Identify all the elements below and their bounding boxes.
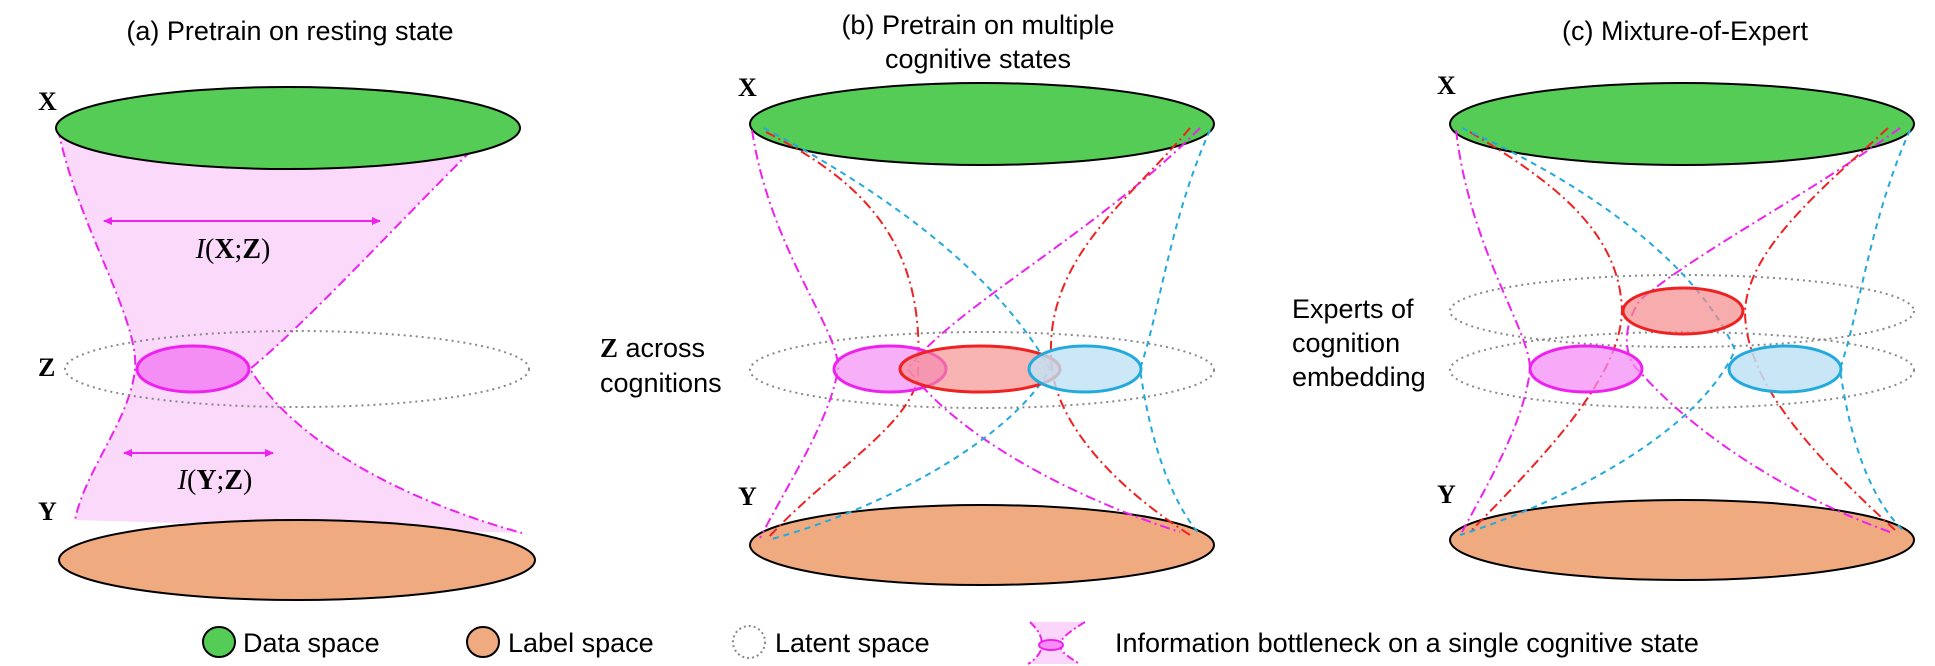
panel-a-bottleneck-left xyxy=(57,127,137,521)
orange-ellipse-icon xyxy=(466,626,500,658)
panel-c-y-label: Y xyxy=(1437,480,1456,509)
panel-a-title: (a) Pretrain on resting state xyxy=(126,16,453,46)
panel-b-data-space xyxy=(749,82,1215,166)
legend-latent-space: Latent space xyxy=(775,628,930,658)
panel-b-x-label: X xyxy=(738,73,757,102)
panel-c-red-left xyxy=(1469,131,1624,533)
panel-c-title: (c) Mixture-of-Expert xyxy=(1562,16,1809,46)
panel-b-y-label: Y xyxy=(738,482,757,511)
panel-a-y-label: Y xyxy=(38,497,57,526)
panel-a-z-label: Z xyxy=(38,353,55,382)
legend: Data space Label space Latent space Info… xyxy=(202,621,1699,665)
panel-c-cyan-right xyxy=(1838,129,1911,533)
panel-b: (b) Pretrain on multiple cognitive state… xyxy=(600,10,1215,586)
panel-c-magenta-left xyxy=(1455,129,1532,533)
panel-b-z-label: Z across xyxy=(600,333,705,363)
panel-a-mi-yz: I(Y;Z) xyxy=(177,465,253,496)
panel-b-magenta-right xyxy=(906,127,1201,533)
panel-c-red-right xyxy=(1743,127,1896,531)
panel-b-cyan-embedding xyxy=(1027,344,1143,394)
panel-a: (a) Pretrain on resting state I(X;Z) I(Y… xyxy=(38,16,536,601)
panel-c-label-space xyxy=(1449,499,1915,581)
panel-c-experts-label-line1: Experts of xyxy=(1292,294,1414,324)
panel-b-label-space xyxy=(749,504,1215,586)
panel-a-latent-space xyxy=(64,330,530,408)
panel-a-mi-xz: I(X;Z) xyxy=(195,234,271,265)
panel-c: (c) Mixture-of-Expert X Y Experts of cog… xyxy=(1292,16,1915,581)
dotted-circle-icon xyxy=(732,625,766,659)
panel-b-magenta-left xyxy=(751,129,840,539)
legend-information-bottleneck: Information bottleneck on a single cogni… xyxy=(1115,628,1699,658)
panel-b-latent-space xyxy=(749,331,1215,409)
panel-a-bottleneck-fill xyxy=(58,122,522,533)
panel-a-label-space xyxy=(58,519,536,601)
panel-c-cyan-embedding xyxy=(1727,344,1843,394)
green-ellipse-icon xyxy=(202,626,236,658)
panel-b-z-label-line2: cognitions xyxy=(600,368,722,398)
panel-c-magenta-embedding xyxy=(1528,344,1644,394)
panel-b-cyan-left xyxy=(763,127,1052,541)
panel-b-title-line1: (b) Pretrain on multiple xyxy=(841,10,1114,40)
panel-c-data-space xyxy=(1449,82,1915,166)
legend-data-space: Data space xyxy=(243,628,380,658)
panel-b-title-line2: cognitive states xyxy=(885,44,1071,74)
panel-c-x-label: X xyxy=(1437,71,1456,100)
legend-label-space: Label space xyxy=(508,628,654,658)
panel-b-cyan-right xyxy=(1138,129,1211,536)
panel-b-red-right xyxy=(1049,127,1191,536)
bottleneck-icon xyxy=(1027,621,1086,665)
panel-c-experts-label-line2: cognition xyxy=(1292,328,1400,358)
panel-c-experts-label-line3: embedding xyxy=(1292,362,1426,392)
panel-a-bottleneck-right xyxy=(248,121,523,534)
panel-c-magenta-right xyxy=(1625,127,1901,533)
panel-a-latent-embedding xyxy=(135,344,251,394)
panel-a-x-label: X xyxy=(38,87,57,116)
panel-a-data-space xyxy=(55,86,521,170)
panel-c-expert-latent-space xyxy=(1449,274,1915,348)
panel-c-red-embedding xyxy=(1621,286,1745,336)
panel-b-red-left xyxy=(765,131,920,539)
